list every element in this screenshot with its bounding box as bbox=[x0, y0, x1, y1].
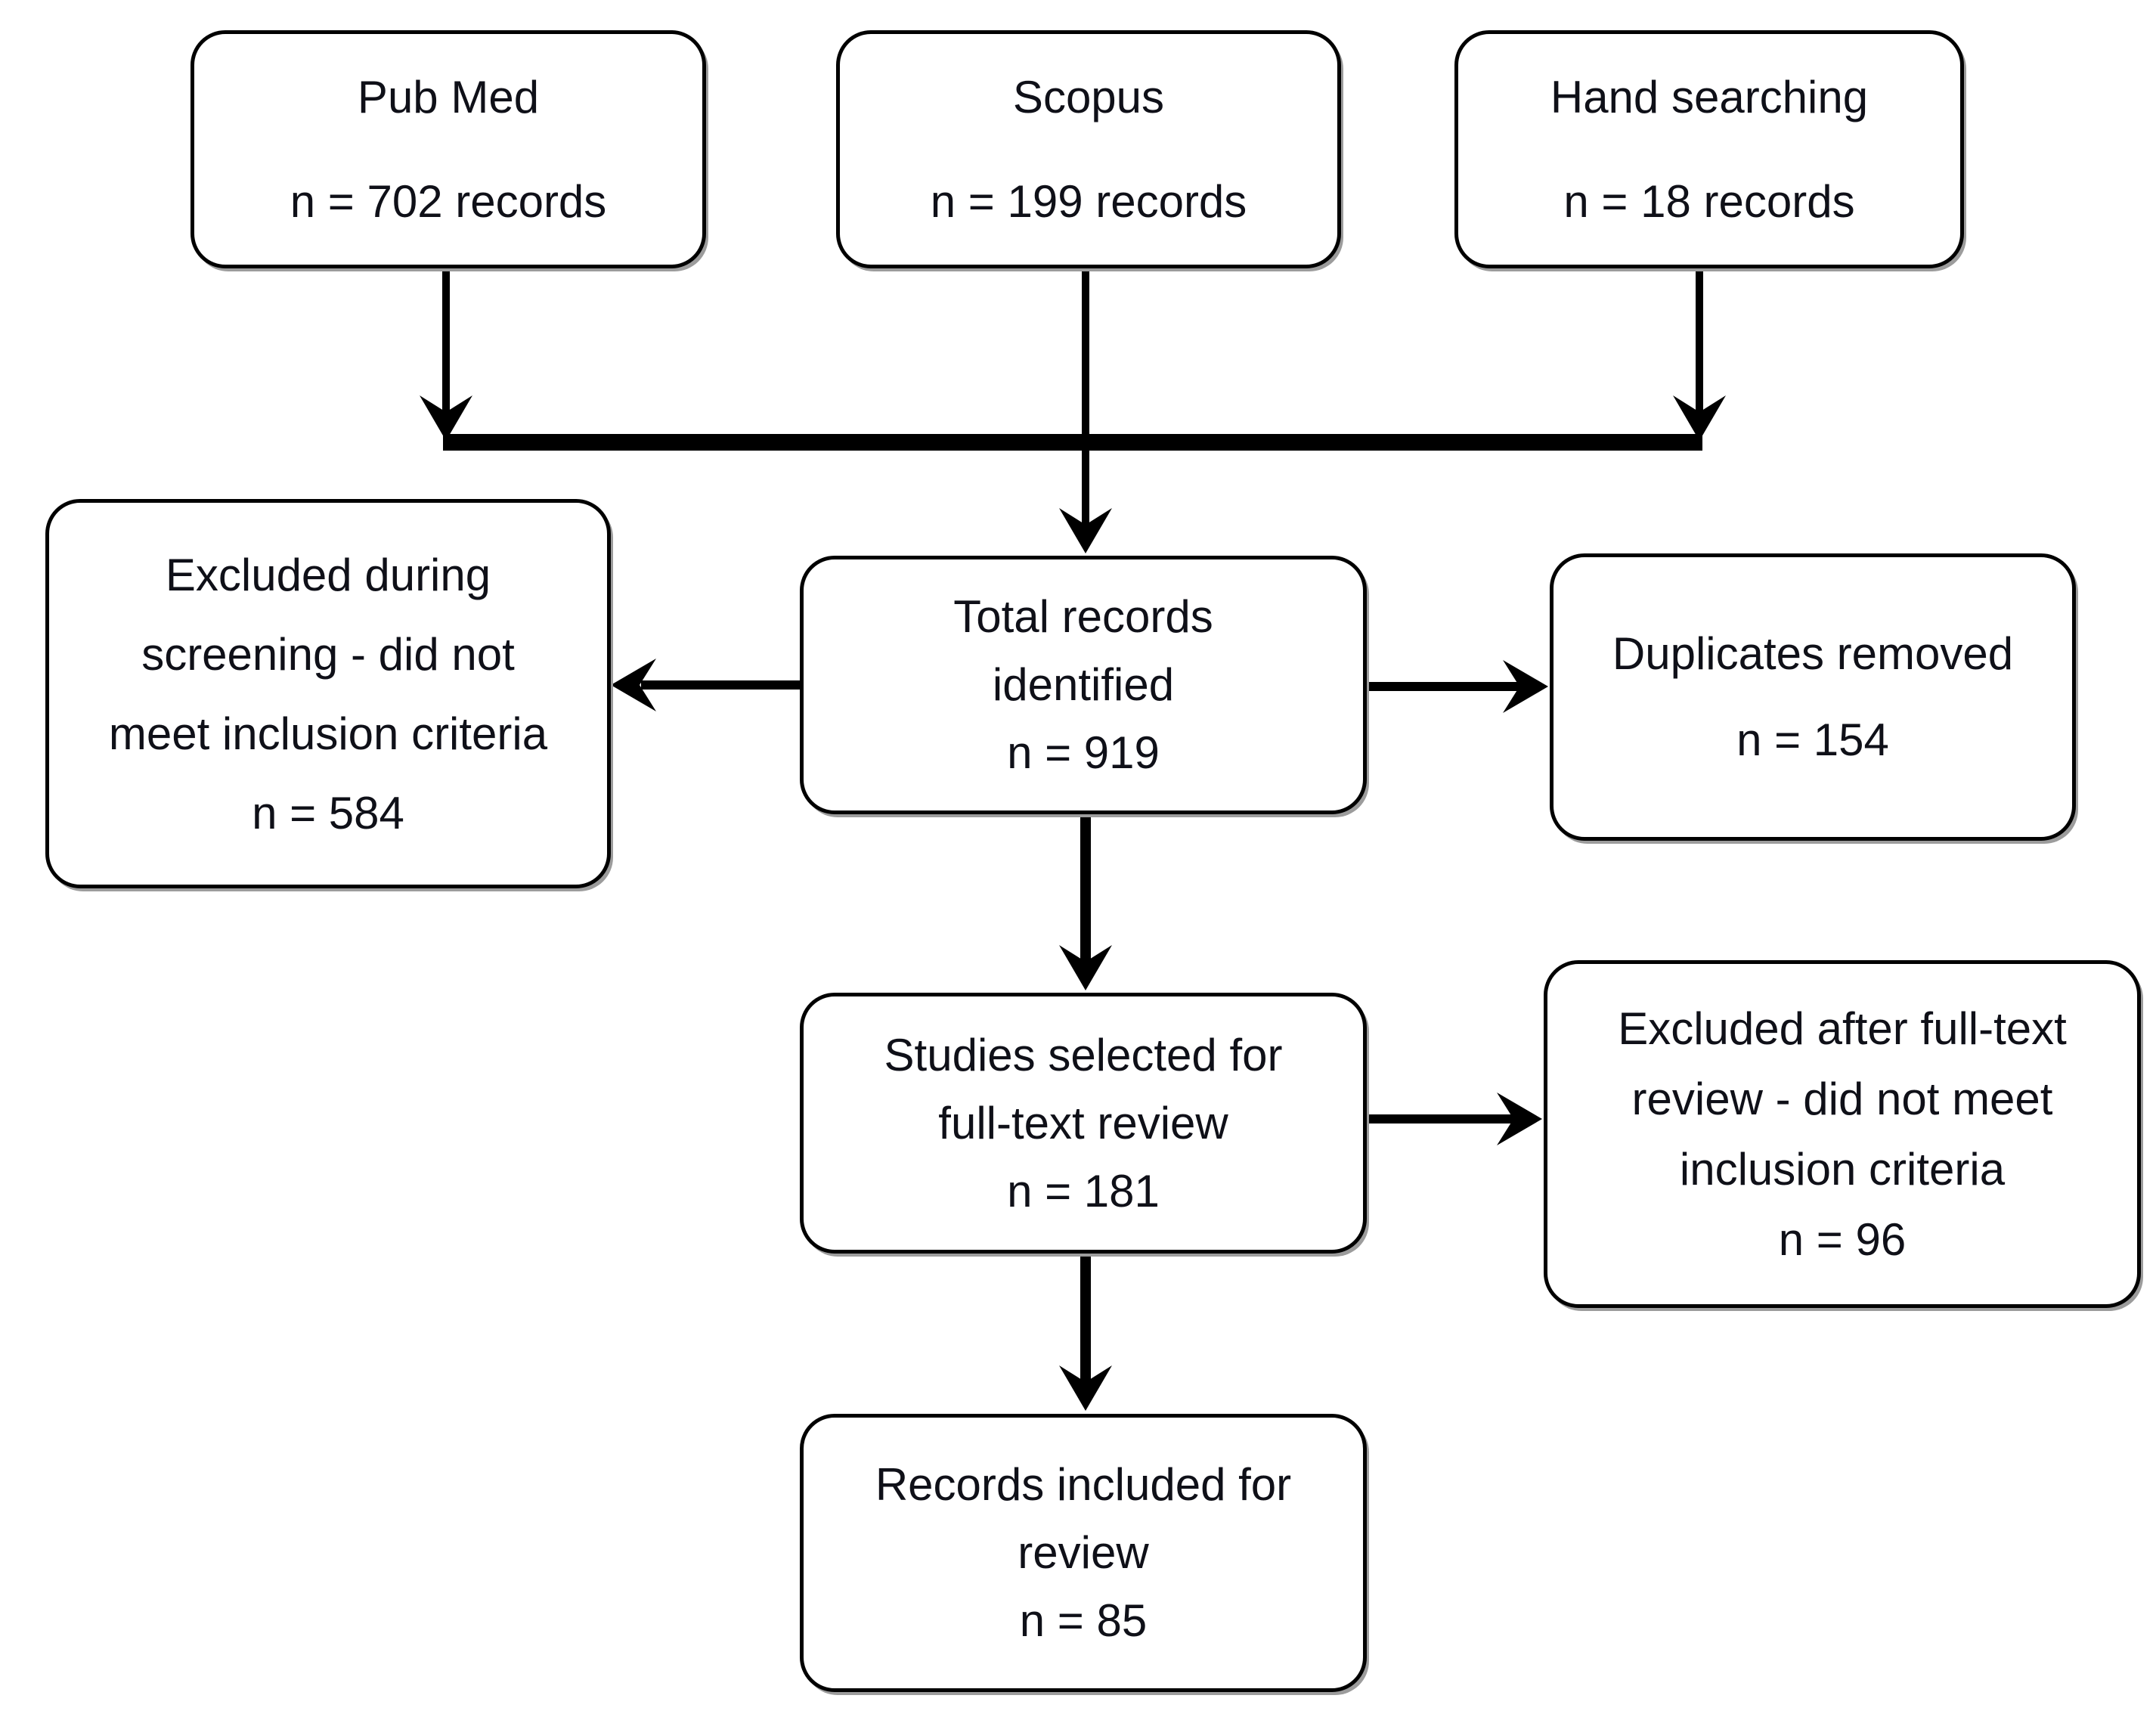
node-excluded-screening-count: n = 584 bbox=[252, 787, 404, 838]
arrowhead-excluded-fulltext bbox=[1497, 1092, 1542, 1145]
node-duplicates-removed: Duplicates removed n = 154 bbox=[1550, 553, 2076, 841]
node-records-line: review bbox=[1018, 1527, 1149, 1578]
node-excluded-fulltext-line: review - did not meet bbox=[1631, 1074, 2053, 1124]
arrowhead-pubmed bbox=[420, 395, 472, 441]
node-total-line: Total records bbox=[953, 591, 1213, 642]
node-studies-count: n = 181 bbox=[1007, 1165, 1160, 1216]
node-total-records: Total records identified n = 919 bbox=[800, 556, 1367, 814]
node-excluded-screening-line: screening - did not bbox=[141, 628, 515, 680]
node-pubmed-label: Pub Med bbox=[357, 71, 540, 122]
arrowhead-records bbox=[1059, 1365, 1112, 1411]
node-scopus: Scopus n = 199 records bbox=[836, 30, 1341, 268]
arrowhead-hand bbox=[1673, 395, 1726, 441]
node-scopus-label: Scopus bbox=[1012, 71, 1165, 122]
node-records-line: Records included for bbox=[875, 1459, 1292, 1510]
node-studies-line: full-text review bbox=[938, 1097, 1228, 1148]
node-excluded-fulltext-line: inclusion criteria bbox=[1679, 1144, 2006, 1195]
node-records-count: n = 85 bbox=[1019, 1595, 1148, 1646]
node-hand-searching: Hand searching n = 18 records bbox=[1454, 30, 1964, 268]
node-duplicates-label: Duplicates removed bbox=[1612, 628, 2014, 679]
node-excluded-fulltext: Excluded after full-text review - did no… bbox=[1544, 960, 2141, 1308]
node-hand-count: n = 18 records bbox=[1563, 175, 1855, 227]
node-studies-selected: Studies selected for full-text review n … bbox=[800, 993, 1367, 1254]
node-records-included: Records included for review n = 85 bbox=[800, 1414, 1367, 1692]
node-hand-label: Hand searching bbox=[1550, 71, 1869, 122]
node-duplicates-count: n = 154 bbox=[1736, 714, 1889, 765]
arrowhead-studies bbox=[1059, 945, 1112, 990]
node-excluded-screening-line: Excluded during bbox=[165, 549, 491, 600]
node-total-count: n = 919 bbox=[1007, 727, 1160, 778]
node-studies-line: Studies selected for bbox=[884, 1029, 1283, 1080]
node-excluded-fulltext-count: n = 96 bbox=[1778, 1214, 1907, 1265]
node-pubmed-count: n = 702 records bbox=[290, 175, 607, 227]
arrowhead-excluded-screening bbox=[611, 659, 656, 711]
arrowhead-to-total bbox=[1059, 508, 1112, 553]
arrowhead-duplicates bbox=[1503, 660, 1548, 713]
node-excluded-screening-line: meet inclusion criteria bbox=[108, 708, 548, 759]
node-excluded-screening: Excluded during screening - did not meet… bbox=[45, 499, 611, 888]
node-excluded-fulltext-line: Excluded after full-text bbox=[1618, 1003, 2067, 1054]
node-total-line: identified bbox=[992, 659, 1175, 710]
node-pubmed: Pub Med n = 702 records bbox=[191, 30, 706, 268]
node-scopus-count: n = 199 records bbox=[930, 175, 1247, 227]
